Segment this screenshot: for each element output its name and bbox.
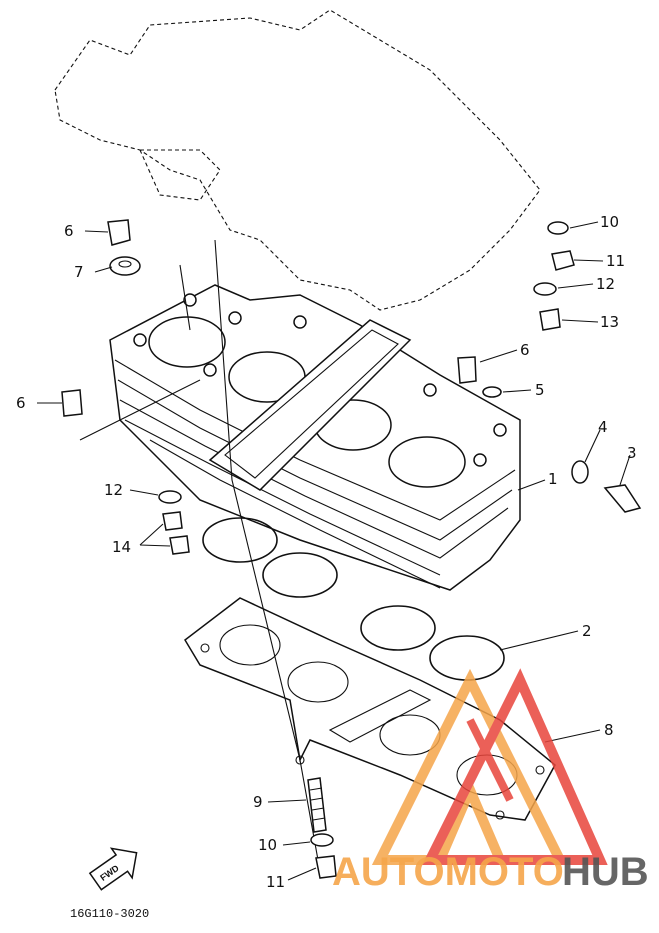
o-ring-4 xyxy=(429,635,505,681)
callout-12-right: 12 xyxy=(596,275,615,293)
nut-13 xyxy=(539,308,561,331)
callout-13: 13 xyxy=(600,313,619,331)
callout-6-right: 6 xyxy=(520,341,530,359)
washer-7 xyxy=(109,256,141,276)
callout-3: 3 xyxy=(627,444,637,462)
callout-7: 7 xyxy=(74,263,84,281)
nut-14-b xyxy=(169,535,190,555)
diagram-code: 16G110-3020 xyxy=(70,907,149,921)
nut-11-top xyxy=(551,250,575,271)
fwd-arrow: FWD xyxy=(88,847,138,891)
nut-11-bottom xyxy=(315,855,337,879)
callout-8: 8 xyxy=(604,721,614,739)
cylinder-bore-4 xyxy=(388,436,466,488)
nut-14-a xyxy=(162,511,183,531)
callout-labels: 6 7 6 10 11 12 13 6 5 4 3 1 12 14 2 8 9 … xyxy=(16,213,637,891)
dowel-6-left xyxy=(61,389,83,417)
cylinder-bore-1 xyxy=(148,316,226,368)
dowel-6-right xyxy=(457,356,477,384)
callout-14: 14 xyxy=(112,538,131,556)
callout-6-upper: 6 xyxy=(64,222,74,240)
callout-4: 4 xyxy=(598,418,608,436)
leader-lines xyxy=(37,221,631,881)
watermark-text-gray: HUB xyxy=(562,850,649,894)
dowel-6-upper xyxy=(107,219,131,246)
watermark-text-orange: AUTOMOTO xyxy=(332,850,564,894)
o-ring-3 xyxy=(360,605,436,651)
crankcase-outline xyxy=(54,9,541,311)
callout-1: 1 xyxy=(548,470,558,488)
callout-5: 5 xyxy=(535,381,545,399)
o-ring-5 xyxy=(482,386,502,398)
cylinder-block xyxy=(109,284,521,591)
hardware xyxy=(61,219,642,879)
washer-10-top xyxy=(547,221,569,235)
washer-12-right xyxy=(533,282,557,296)
o-ring-2 xyxy=(262,552,338,598)
callout-11-top: 11 xyxy=(606,252,625,270)
washer-12-left xyxy=(158,490,182,504)
callout-6-left: 6 xyxy=(16,394,26,412)
base-gasket xyxy=(184,597,556,821)
o-ring-1 xyxy=(202,517,278,563)
stud-9 xyxy=(307,777,327,833)
bolt-3 xyxy=(603,484,642,513)
washer-4 xyxy=(571,460,589,484)
callout-11-bottom: 11 xyxy=(266,873,285,891)
watermark-logo xyxy=(371,668,608,865)
o-rings xyxy=(202,517,505,681)
callout-2: 2 xyxy=(582,622,592,640)
callout-10-bottom: 10 xyxy=(258,836,277,854)
washer-10-bottom xyxy=(310,833,334,847)
callout-9: 9 xyxy=(253,793,263,811)
callout-12-left: 12 xyxy=(104,481,123,499)
callout-10-top: 10 xyxy=(600,213,619,231)
